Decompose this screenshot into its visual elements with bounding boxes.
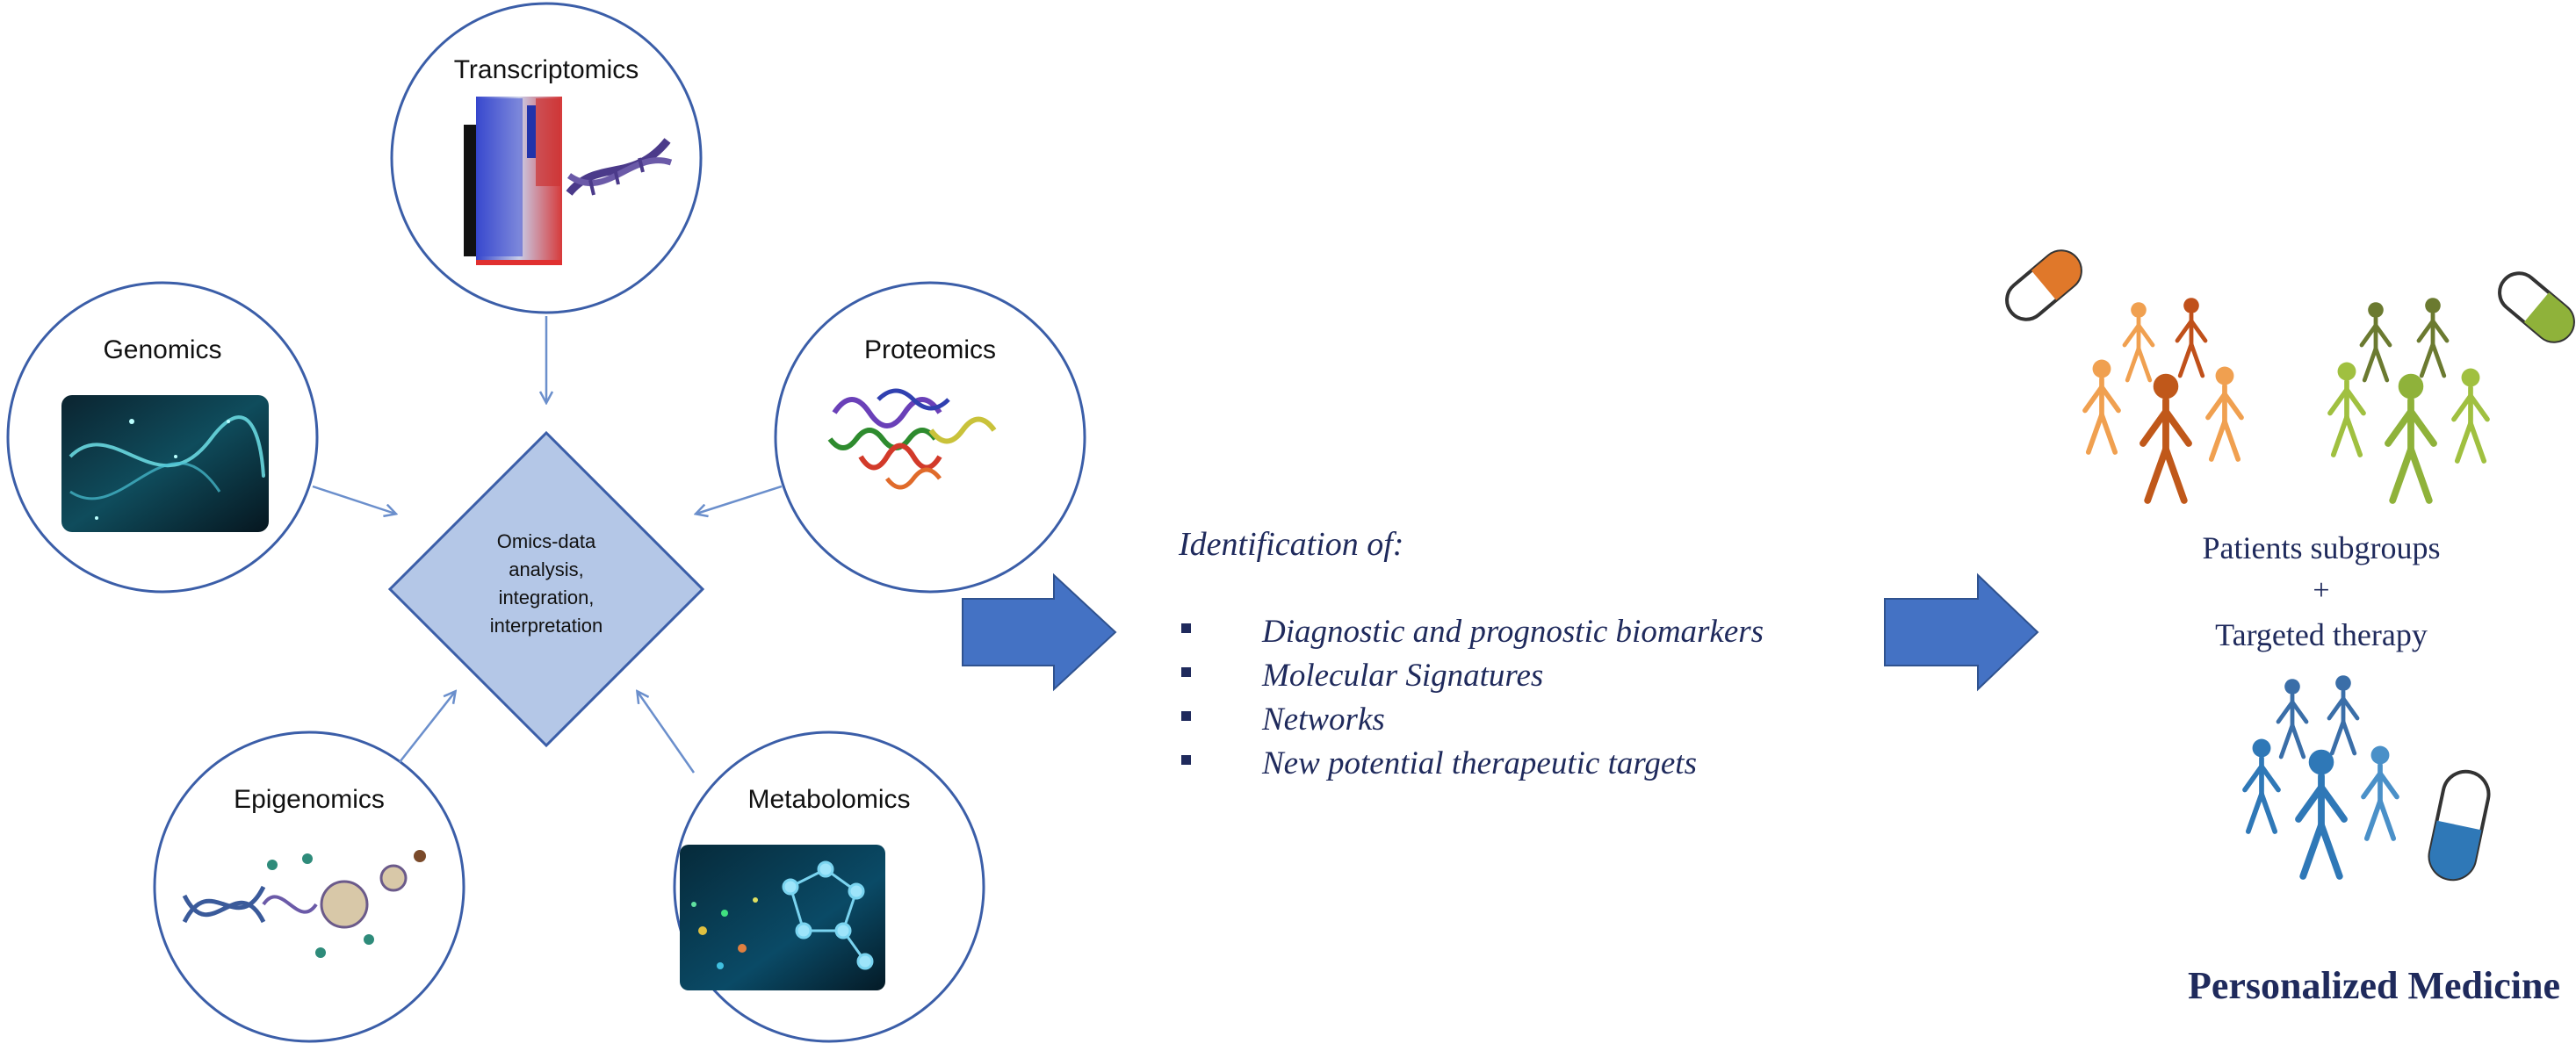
person-icon [2175, 298, 2208, 378]
epigenomics-arrow [399, 692, 455, 763]
molecule-network-icon [680, 845, 885, 990]
identification-item-3: Networks [1261, 702, 1385, 738]
metabolomics-node: Metabolomics [673, 731, 985, 1043]
heatmap-icon [464, 97, 562, 265]
protein-structure-icon [827, 388, 997, 490]
dna-helix-icon [566, 138, 673, 196]
center-line-1: Omics-data [497, 530, 596, 552]
big-arrow-1 [962, 572, 1117, 692]
bullet [1181, 711, 1191, 721]
person-icon [2139, 373, 2192, 504]
genomics-node: Genomics [6, 281, 319, 594]
outcome-block: Patients subgroups + Targeted therapy Pe… [2188, 530, 2560, 1007]
person-icon [2416, 298, 2450, 378]
genomics-label: Genomics [103, 335, 221, 364]
identification-heading: Identification of: [1178, 526, 1403, 563]
center-line-3: integration, [499, 587, 595, 608]
person-icon [2451, 368, 2490, 464]
plus-sign: + [2313, 574, 2329, 607]
bullet [1181, 623, 1191, 633]
epigenetic-dna-icon [182, 850, 426, 958]
epigenomics-node: Epigenomics [153, 731, 465, 1043]
genomics-arrow [312, 485, 395, 514]
center-line-2: analysis, [509, 558, 584, 580]
pill-capsule-icon [2005, 249, 2082, 321]
analysis-diamond: Omics-data analysis, integration, interp… [387, 430, 705, 748]
person-icon [2327, 675, 2360, 756]
person-icon [2082, 359, 2121, 455]
person-icon [2122, 302, 2155, 383]
personalized-medicine-title: Personalized Medicine [2188, 964, 2560, 1007]
big-arrow-2 [1884, 572, 2039, 692]
proteomics-node: Proteomics [774, 281, 1086, 594]
people-groups [2082, 298, 2490, 880]
genomics-dna-image [61, 395, 269, 532]
person-icon [2361, 745, 2399, 841]
person-icon [2205, 366, 2244, 462]
transcriptomics-node: Transcriptomics [390, 2, 703, 314]
patients-subgroups-label: Patients subgroups [2202, 530, 2440, 565]
epigenomics-label: Epigenomics [234, 785, 385, 814]
metabolomics-label: Metabolomics [747, 785, 910, 814]
pill-capsule-icon [2428, 769, 2491, 882]
bullet [1181, 667, 1191, 677]
person-icon [2295, 749, 2348, 880]
targeted-therapy-label: Targeted therapy [2215, 617, 2428, 652]
pill-capsule-icon [2498, 271, 2575, 343]
proteomics-label: Proteomics [864, 335, 996, 364]
person-icon [2276, 679, 2309, 759]
person-icon [2359, 302, 2392, 383]
proteomics-arrow [696, 485, 783, 514]
bullet [1181, 755, 1191, 765]
identification-item-1: Diagnostic and prognostic biomarkers [1261, 614, 1764, 650]
identification-block: Identification of: Diagnostic and progno… [1178, 526, 1764, 781]
person-icon [2327, 362, 2366, 457]
identification-item-2: Molecular Signatures [1261, 658, 1543, 694]
metabolomics-arrow [638, 692, 696, 774]
omics-connectors [312, 316, 783, 774]
person-icon [2385, 373, 2437, 504]
identification-item-4: New potential therapeutic targets [1261, 745, 1697, 781]
person-icon [2242, 738, 2281, 834]
transcriptomics-label: Transcriptomics [454, 55, 639, 84]
center-line-4: interpretation [490, 615, 603, 637]
